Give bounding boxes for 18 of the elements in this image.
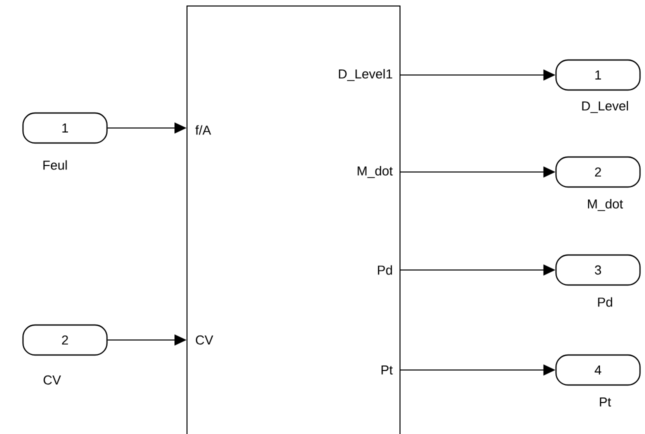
port-label: CV bbox=[196, 335, 214, 345]
port-name: D_Level bbox=[582, 101, 628, 113]
port-block: 4 bbox=[555, 354, 641, 386]
port-block: 2 bbox=[555, 156, 641, 188]
port-name: Feul bbox=[43, 160, 67, 170]
port-label: D_Level1 bbox=[338, 69, 392, 81]
port-name: Pd bbox=[598, 297, 612, 307]
port-block: 1 bbox=[555, 59, 641, 91]
port-name: M_dot bbox=[588, 199, 623, 211]
port-name: CV bbox=[44, 375, 61, 385]
port-label: M_dot bbox=[358, 166, 393, 178]
port-label: Pt bbox=[382, 365, 393, 375]
port-label: f/A bbox=[195, 125, 212, 135]
port-block: 3 bbox=[555, 254, 641, 286]
port-block: 2 bbox=[22, 324, 108, 356]
port-block: 1 bbox=[22, 112, 108, 144]
port-name: Pt bbox=[600, 397, 612, 407]
port-label: Pd bbox=[378, 265, 392, 275]
